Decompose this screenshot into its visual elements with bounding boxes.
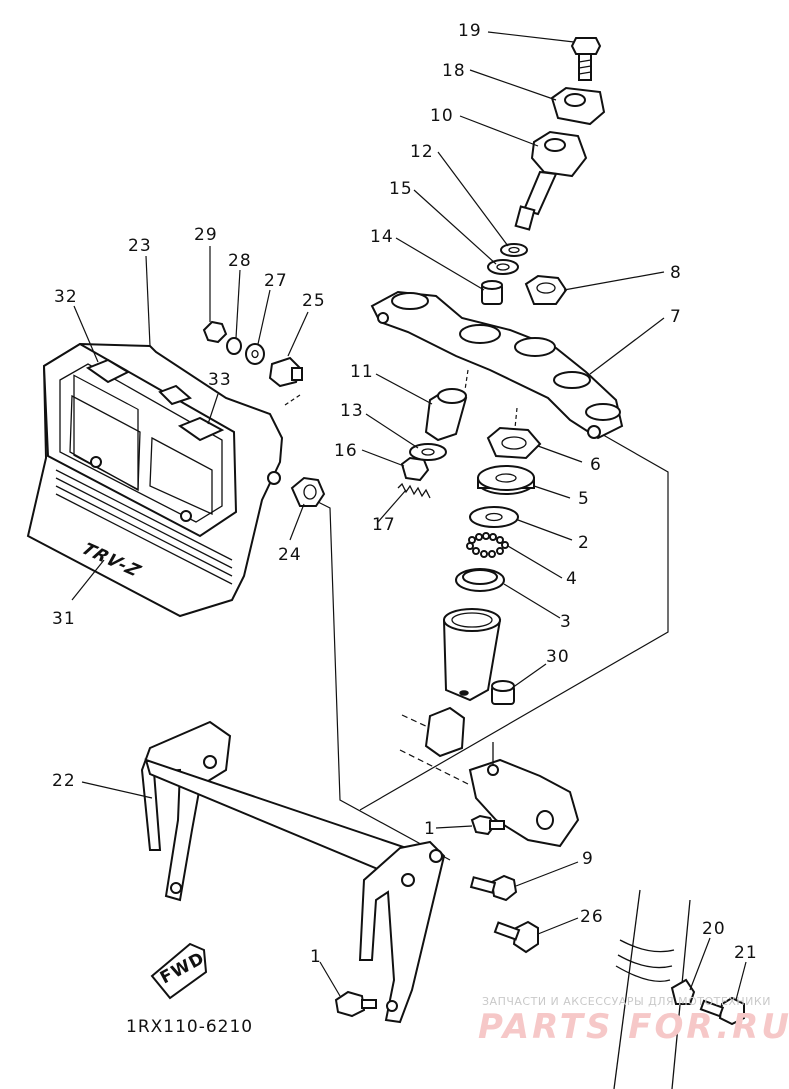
- under-bracket: [424, 706, 580, 848]
- steering-stem-nut: [524, 274, 568, 305]
- callout-12: 12: [410, 142, 434, 162]
- callout-23: 23: [128, 236, 152, 256]
- handlebar-holder-lower: [514, 130, 588, 231]
- callout-28: 28: [228, 251, 252, 271]
- watermark-tagline: ЗАПЧАСТИ И АКСЕССУАРЫ ДЛЯ МОТОТЕХНИКИ: [482, 995, 771, 1008]
- ring-nut-6: [486, 426, 542, 460]
- callout-13: 13: [340, 401, 364, 421]
- callout-14: 14: [370, 227, 394, 247]
- washer-13: [409, 443, 447, 461]
- headlight-bush: [424, 388, 468, 442]
- fwd-badge: FWD: [150, 942, 208, 1000]
- callout-16: 16: [334, 441, 358, 461]
- bolt-21: [699, 996, 745, 1026]
- callout-9: 9: [582, 849, 594, 869]
- collar: [481, 280, 503, 305]
- collar-25: [268, 356, 303, 388]
- handlebar-bolt: [570, 37, 602, 81]
- callout-4: 4: [566, 569, 578, 589]
- race-2: [469, 506, 519, 528]
- bolt-9: [469, 874, 518, 902]
- callout-1-lower: 1: [310, 947, 322, 967]
- watermark-logo: PARTS FOR.RU: [478, 1007, 789, 1047]
- headlight-cover: [26, 342, 284, 618]
- callout-labels: 19 18 10 12 15 14 8 7 11 13 16 6 5 17 2 …: [52, 21, 758, 967]
- callout-15: 15: [389, 179, 413, 199]
- callout-7: 7: [670, 307, 682, 327]
- race-3: [455, 568, 505, 592]
- callout-20: 20: [702, 919, 726, 939]
- callout-6: 6: [590, 455, 602, 475]
- callout-10: 10: [430, 106, 454, 126]
- upper-bracket: [370, 290, 624, 440]
- callout-32: 32: [54, 287, 78, 307]
- grommet-24: [290, 476, 326, 507]
- callout-2: 2: [578, 533, 590, 553]
- spring-17: [397, 482, 431, 499]
- under-bracket-stem: [442, 608, 502, 702]
- diagram-code: 1RX110-6210: [126, 1017, 253, 1037]
- cover-5: [477, 465, 535, 495]
- nut-16: [400, 456, 430, 482]
- handlebar-holder-upper: [550, 86, 606, 126]
- callout-17: 17: [372, 515, 396, 535]
- cap-30: [491, 680, 515, 705]
- callout-31: 31: [52, 609, 76, 629]
- assembly-lines: [284, 369, 669, 861]
- callout-26: 26: [580, 907, 604, 927]
- washer-27: [245, 343, 265, 365]
- bolt-1-lower: [334, 990, 377, 1018]
- balls-4: [466, 532, 509, 558]
- callout-24: 24: [278, 545, 302, 565]
- callout-5: 5: [578, 489, 590, 509]
- callout-1-upper: 1: [424, 819, 436, 839]
- callout-18: 18: [442, 61, 466, 81]
- callout-22: 22: [52, 771, 76, 791]
- washer-28: [226, 337, 242, 355]
- watermark: ЗАПЧАСТИ И АКСЕССУАРЫ ДЛЯ МОТОТЕХНИКИ PA…: [478, 995, 789, 1047]
- callout-25: 25: [302, 291, 326, 311]
- leader-lines: [71, 31, 747, 1001]
- callout-29: 29: [194, 225, 218, 245]
- callout-8: 8: [670, 263, 682, 283]
- fork-tube: [613, 889, 691, 1089]
- nut-29: [202, 320, 228, 344]
- clamp-20: [670, 978, 696, 1005]
- headlight-stay: [140, 720, 446, 1024]
- callout-3: 3: [560, 612, 572, 632]
- callout-30: 30: [546, 647, 570, 667]
- callout-33: 33: [208, 370, 232, 390]
- bolt-26: [493, 920, 539, 954]
- washers-small: [487, 243, 528, 275]
- callout-19: 19: [458, 21, 482, 41]
- bolt-1: [470, 814, 505, 836]
- callout-27: 27: [264, 271, 288, 291]
- callout-21: 21: [734, 943, 758, 963]
- callout-11: 11: [350, 362, 374, 382]
